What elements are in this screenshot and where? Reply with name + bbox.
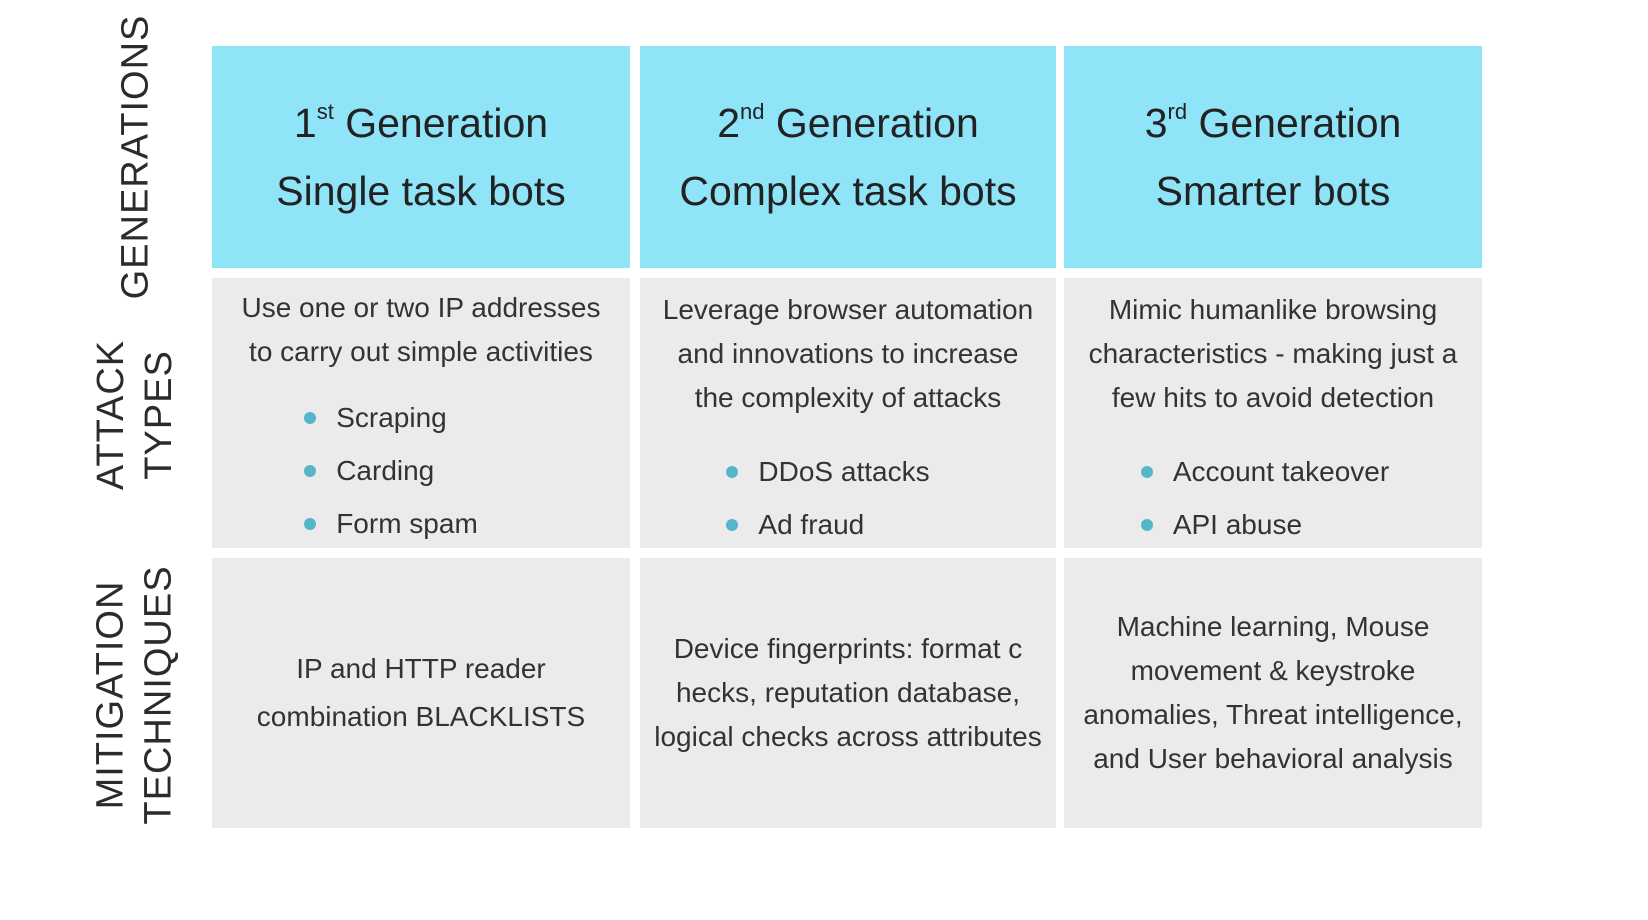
list-item: Ad fraud bbox=[726, 497, 929, 552]
attack-description: Mimic humanlike browsing characteristics… bbox=[1088, 294, 1458, 413]
list-item: Form spam bbox=[304, 496, 478, 551]
attack-description: Use one or two IP addresses to carry out… bbox=[241, 292, 601, 367]
row-label-mitigation-techniques: MITIGATION TECHNIQUES bbox=[80, 560, 190, 830]
list-item: API abuse bbox=[1140, 497, 1389, 552]
generation-title: 2nd Generation bbox=[717, 99, 979, 146]
attack-cell-gen-3: Mimic humanlike browsing characteristics… bbox=[1064, 278, 1482, 548]
bullet-dot-icon bbox=[304, 411, 317, 424]
attack-description: Leverage browser automation and innovati… bbox=[662, 294, 1034, 413]
generation-subtitle: Smarter bots bbox=[1155, 168, 1391, 214]
mitigation-cell-gen-3: Machine learning, Mouse movement & keyst… bbox=[1064, 558, 1482, 828]
list-item: DDoS attacks bbox=[726, 444, 930, 499]
mitigation-text: Machine learning, Mouse movement & keyst… bbox=[1083, 611, 1463, 774]
mitigation-text: Device fingerprints: format c hecks, rep… bbox=[654, 633, 1042, 752]
bullet-dot-icon bbox=[726, 518, 739, 531]
header-cell-gen-3: 3rd Generation Smarter bots bbox=[1064, 46, 1482, 268]
attack-list: DDoS attacks Ad fraud bbox=[726, 444, 930, 552]
list-item: Carding bbox=[304, 443, 478, 498]
bullet-dot-icon bbox=[726, 465, 739, 478]
row-label-attack-text-2: TYPES bbox=[138, 350, 181, 480]
row-label-generations: GENERATIONS bbox=[80, 15, 190, 300]
row-label-mitigation-text-2: TECHNIQUES bbox=[138, 565, 181, 825]
attack-cell-gen-1: Use one or two IP addresses to carry out… bbox=[212, 278, 630, 548]
header-cell-gen-1: 1st Generation Single task bots bbox=[212, 46, 630, 268]
generation-subtitle: Complex task bots bbox=[679, 168, 1017, 214]
bullet-dot-icon bbox=[1140, 518, 1153, 531]
mitigation-cell-gen-2: Device fingerprints: format c hecks, rep… bbox=[640, 558, 1056, 828]
bullet-dot-icon bbox=[304, 464, 317, 477]
attack-list: Account takeover API abuse bbox=[1140, 444, 1389, 552]
row-label-generations-text: GENERATIONS bbox=[114, 14, 156, 300]
bullet-dot-icon bbox=[304, 517, 317, 530]
row-label-attack-types: ATTACK TYPES bbox=[80, 280, 190, 550]
generation-subtitle: Single task bots bbox=[276, 168, 566, 214]
bullet-dot-icon bbox=[1140, 465, 1153, 478]
mitigation-cell-gen-1: IP and HTTP reader combination BLACKLIST… bbox=[212, 558, 630, 828]
mitigation-text: IP and HTTP reader combination BLACKLIST… bbox=[256, 653, 586, 732]
attack-cell-gen-2: Leverage browser automation and innovati… bbox=[640, 278, 1056, 548]
row-label-attack-text-1: ATTACK bbox=[90, 339, 133, 491]
generation-title: 3rd Generation bbox=[1144, 99, 1402, 146]
generation-title: 1st Generation bbox=[293, 99, 549, 146]
attack-list: Scraping Carding Form spam bbox=[304, 390, 478, 551]
header-cell-gen-2: 2nd Generation Complex task bots bbox=[640, 46, 1056, 268]
row-label-mitigation-text-1: MITIGATION bbox=[90, 580, 133, 810]
list-item: Scraping bbox=[304, 390, 478, 445]
list-item: Account takeover bbox=[1140, 444, 1389, 499]
